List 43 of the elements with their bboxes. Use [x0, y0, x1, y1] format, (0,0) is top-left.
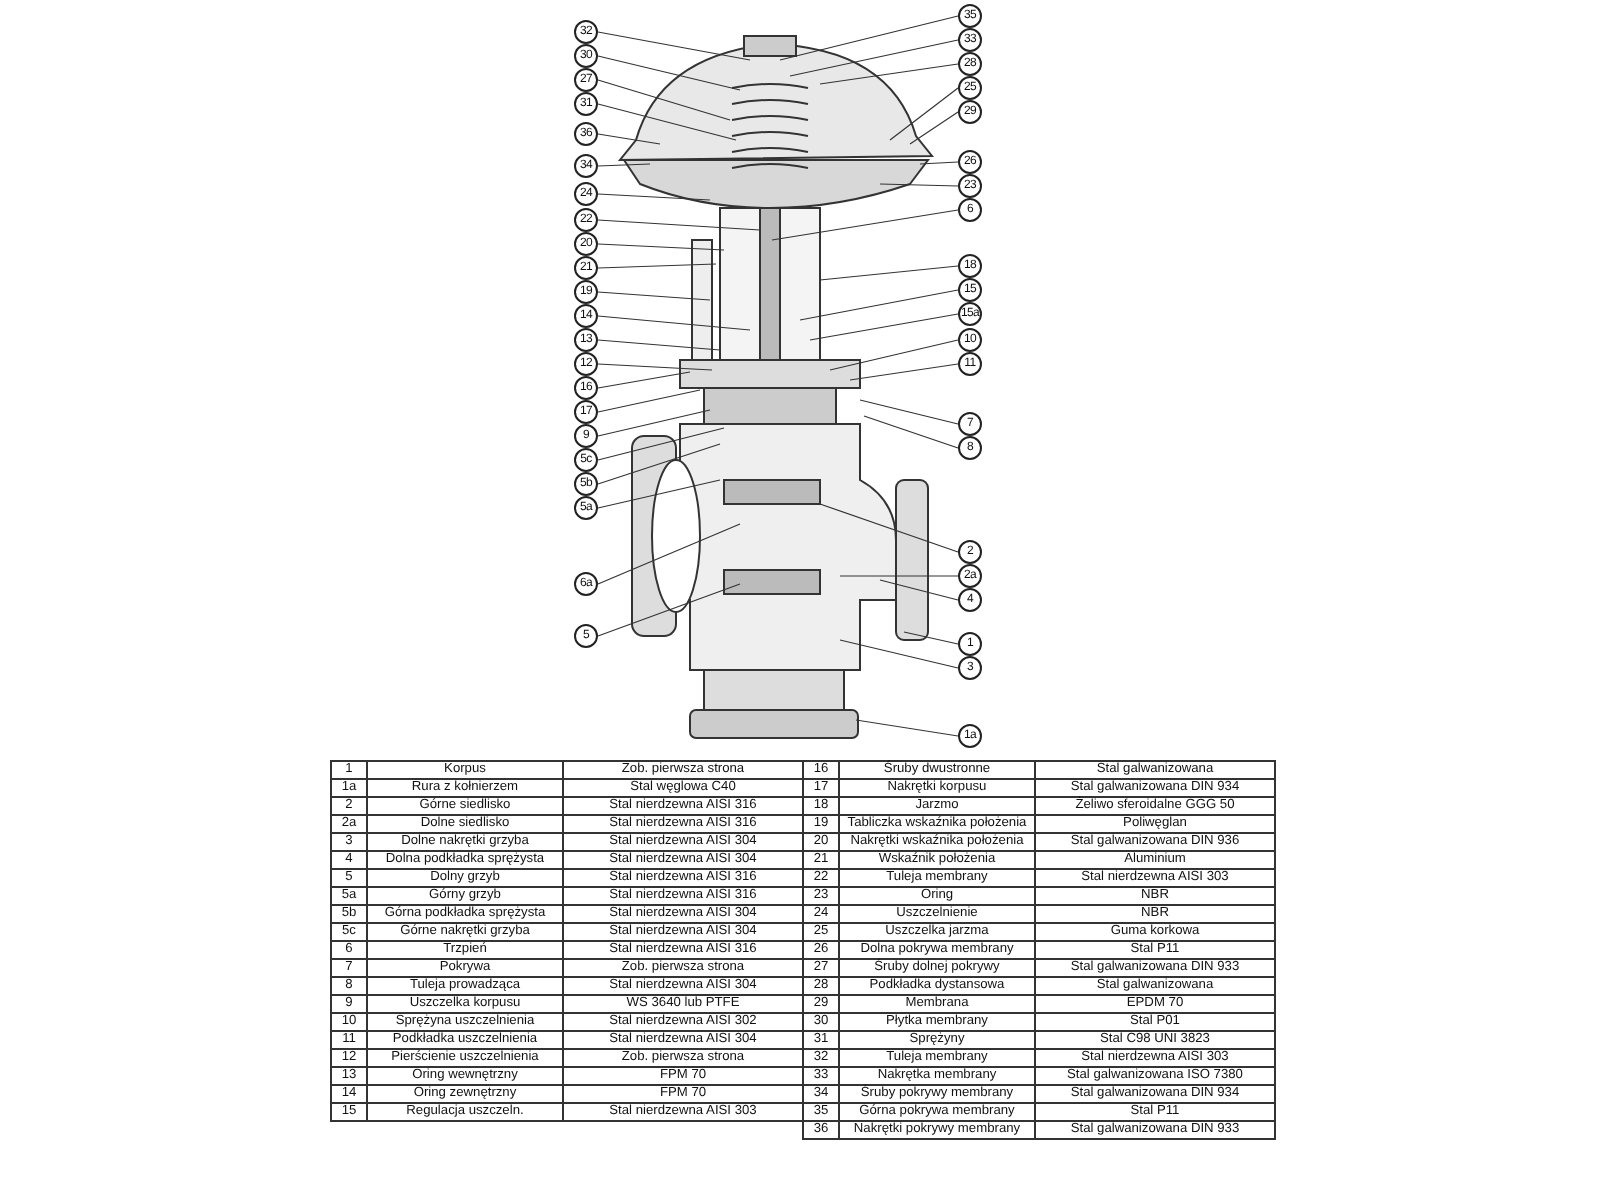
leader-line: [597, 219, 761, 231]
leader-line: [789, 39, 959, 77]
leader-line: [597, 523, 741, 585]
leader-line: [597, 55, 741, 91]
leader-line: [597, 363, 713, 371]
leader-line: [597, 479, 721, 509]
leader-line: [597, 339, 721, 351]
leader-line: [903, 631, 959, 645]
leader-line: [597, 389, 701, 413]
leader-line: [597, 79, 731, 121]
leader-line: [829, 339, 959, 371]
leader-line: [839, 639, 959, 669]
leader-line: [819, 503, 959, 553]
leader-line: [597, 193, 711, 201]
leader-line: [779, 15, 959, 61]
leader-line: [597, 291, 711, 301]
leader-line: [597, 315, 751, 331]
leader-line: [863, 415, 959, 449]
leader-line: [597, 243, 725, 251]
leader-line: [771, 209, 959, 241]
leader-line: [859, 399, 959, 425]
leader-line: [799, 289, 959, 321]
leader-line: [597, 133, 661, 145]
leader-line: [597, 409, 711, 437]
leader-line: [597, 31, 751, 61]
leader-line: [597, 263, 717, 269]
leader-line: [849, 363, 959, 381]
leader-line: [919, 161, 959, 165]
leader-line: [879, 183, 959, 187]
leader-line: [909, 111, 959, 145]
leader-line: [855, 719, 959, 737]
leader-line: [597, 371, 691, 389]
leader-line: [819, 265, 959, 281]
leader-line: [839, 575, 959, 577]
leader-line: [597, 583, 741, 637]
leader-line: [597, 163, 651, 167]
leader-line: [597, 103, 737, 141]
leader-line: [819, 63, 959, 85]
leader-line: [889, 87, 959, 141]
leader-line: [809, 313, 959, 341]
leader-line: [879, 579, 959, 601]
leader-line: [597, 443, 721, 485]
leader-line: [597, 427, 725, 461]
